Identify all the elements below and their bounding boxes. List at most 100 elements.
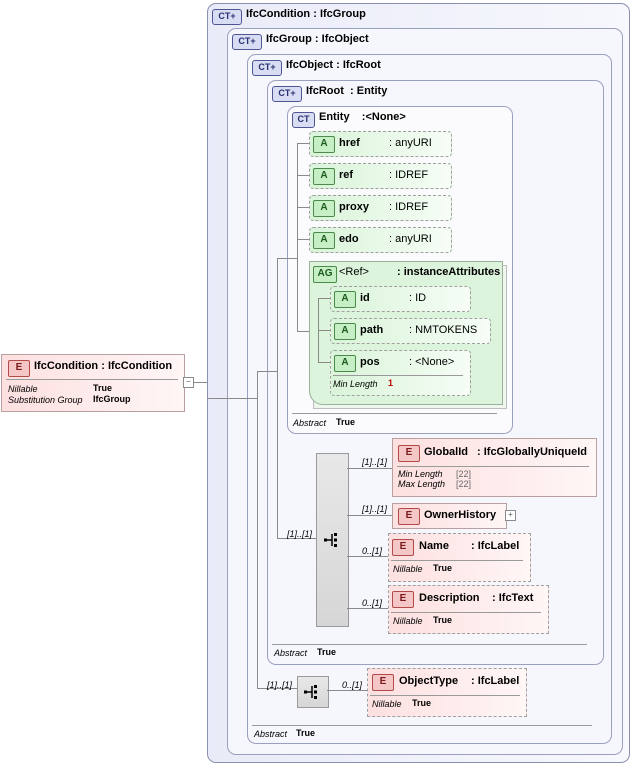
abstract-value: True (336, 417, 356, 427)
divider (333, 375, 463, 376)
connector (347, 556, 388, 557)
sequence-compositor[interactable] (297, 676, 329, 708)
facet-value: [22] (456, 479, 472, 489)
root-element-name: IfcCondition (34, 360, 99, 372)
sequence-compositor[interactable] (316, 453, 349, 627)
attribute-id[interactable]: A id : ID (330, 286, 471, 312)
attribute-name: proxy (339, 201, 369, 213)
attribute-tag: A (334, 291, 356, 308)
attribute-group-name: <Ref> (339, 266, 369, 278)
child-cardinality: [1]..[1] (362, 504, 388, 514)
attribute-type: : anyURI (389, 137, 432, 149)
prop-value: True (93, 383, 113, 393)
attribute-group-type: : instanceAttributes (397, 266, 501, 278)
sequence-cardinality: [1]..[1] (287, 529, 313, 539)
prop-key: Substitution Group (8, 395, 83, 405)
element-tag: E (398, 508, 420, 525)
element-type: : IfcText (492, 592, 534, 604)
attribute-type: : IDREF (389, 169, 429, 181)
element-type: : IfcLabel (471, 540, 520, 552)
container-title: IfcObject : IfcRoot (286, 59, 381, 71)
complex-type-tag: CT+ (232, 34, 262, 50)
attribute-name: ref (339, 169, 354, 181)
prop-key: Nillable (372, 699, 402, 709)
root-element-box[interactable]: E IfcCondition : IfcCondition Nillable T… (1, 354, 185, 412)
prop-value: True (412, 698, 432, 708)
element-description[interactable]: E Description : IfcText Nillable True (388, 585, 549, 634)
container-title: IfcGroup : IfcObject (266, 33, 369, 45)
attribute-edo[interactable]: A edo : anyURI (309, 227, 452, 253)
attribute-tag: A (334, 323, 356, 340)
prop-key: Nillable (8, 384, 38, 394)
element-type: : IfcLabel (471, 675, 520, 687)
element-name: ObjectType (399, 675, 459, 687)
element-name: Description (419, 592, 480, 604)
attribute-href[interactable]: A href : anyURI (309, 131, 452, 157)
connector (347, 468, 392, 469)
attribute-type: : anyURI (389, 233, 432, 245)
abstract-key: Abstract (254, 729, 288, 739)
connector (297, 207, 309, 208)
container-sep: : (313, 8, 317, 20)
attribute-type: : IDREF (389, 201, 429, 213)
connector (297, 331, 309, 332)
attribute-name: id (360, 292, 370, 304)
expand-toggle[interactable]: + (505, 510, 516, 521)
sequence-cardinality: [1]..[1] (267, 680, 293, 690)
attribute-tag: A (313, 168, 335, 185)
element-name: GlobalId (424, 446, 468, 458)
divider (391, 560, 523, 561)
element-name[interactable]: E Name : IfcLabel Nillable True (388, 533, 531, 582)
element-tag: E (8, 360, 30, 377)
connector (297, 239, 309, 240)
attribute-proxy[interactable]: A proxy : IDREF (309, 195, 452, 221)
root-element-type: IfcCondition (107, 360, 173, 372)
prop-value: True (433, 615, 453, 625)
facet-value: [22] (456, 469, 472, 479)
container-name: Entity (319, 111, 350, 123)
container-base: IfcGroup (319, 8, 366, 20)
attribute-tag: A (313, 200, 335, 217)
abstract-divider (252, 725, 592, 726)
connector (277, 538, 317, 539)
element-type: : IfcGloballyUniqueId (477, 446, 588, 458)
attribute-tag: A (313, 232, 335, 249)
complex-type-tag: CT+ (252, 60, 282, 76)
container-sep: : (336, 59, 340, 71)
container-base: Entity (356, 85, 388, 97)
attribute-path[interactable]: A path : NMTOKENS (330, 318, 491, 344)
attribute-type: : NMTOKENS (409, 324, 478, 336)
element-ownerhistory[interactable]: E OwnerHistory (392, 503, 507, 529)
sequence-icon (304, 685, 317, 699)
complex-type-tag: CT+ (272, 86, 302, 102)
element-tag: E (392, 539, 414, 556)
container-sep: : (350, 85, 354, 97)
root-element-sep: : (101, 360, 105, 372)
connector (257, 371, 277, 372)
element-globalid[interactable]: E GlobalId : IfcGloballyUniqueId Min Len… (392, 438, 597, 497)
element-name: OwnerHistory (424, 509, 497, 521)
connector (277, 258, 278, 538)
divider (6, 379, 178, 380)
connector (347, 515, 392, 516)
child-cardinality: 0..[1] (362, 546, 383, 556)
container-name: IfcRoot (306, 85, 344, 97)
attribute-name: edo (339, 233, 359, 245)
container-title: Entity :<None> (319, 111, 406, 123)
attribute-ref[interactable]: A ref : IDREF (309, 163, 452, 189)
connector (318, 330, 330, 331)
attribute-pos[interactable]: A pos : <None> Min Length 1 (330, 350, 471, 396)
attribute-group-tag: AG (313, 266, 337, 283)
connector (297, 175, 309, 176)
facet-key: Max Length (398, 479, 446, 489)
container-name: IfcGroup (266, 33, 312, 45)
abstract-key: Abstract (293, 418, 327, 428)
element-objecttype[interactable]: E ObjectType : IfcLabel Nillable True (367, 668, 527, 717)
container-sep: : (314, 33, 319, 45)
complex-type-tag: CT+ (212, 9, 242, 25)
connector (327, 690, 367, 691)
abstract-value: True (296, 728, 316, 738)
container-name: IfcObject (286, 59, 334, 71)
attribute-type: : ID (409, 292, 427, 304)
sequence-icon (324, 533, 337, 547)
